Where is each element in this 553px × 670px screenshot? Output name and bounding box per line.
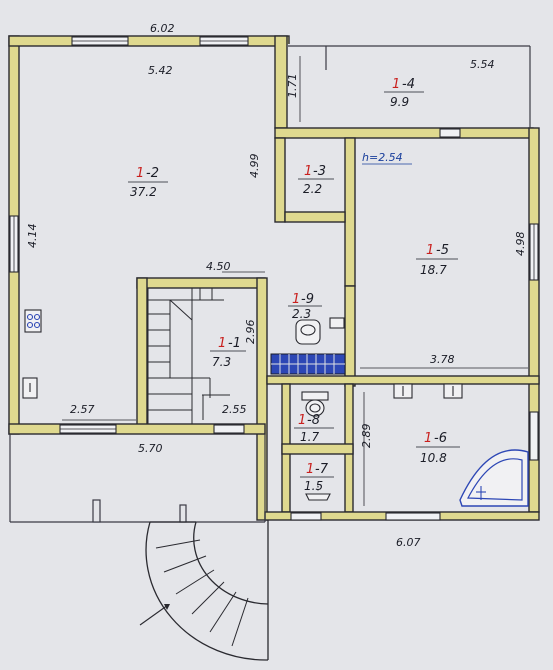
svg-text:-3: -3 (313, 164, 326, 179)
svg-text:1: 1 (136, 166, 144, 181)
dim-stair-top: 4.50 (206, 260, 231, 273)
svg-text:9.9: 9.9 (390, 95, 409, 109)
svg-text:1.7: 1.7 (300, 430, 319, 444)
room-1-9: 1 -9 2.3 (288, 292, 322, 321)
svg-text:-4: -4 (402, 77, 415, 92)
dim-left-vertical: 4.14 (26, 224, 39, 249)
dim-bottom-left: 2.57 (70, 403, 95, 416)
svg-text:-6: -6 (434, 431, 447, 446)
svg-text:1: 1 (426, 243, 434, 258)
tile-strip (270, 353, 346, 375)
svg-text:1: 1 (292, 292, 300, 307)
dim-bottom-right: 6.07 (396, 536, 421, 549)
dim-porch: 5.70 (138, 442, 163, 455)
svg-text:1: 1 (298, 413, 306, 428)
dim-top-width: 6.02 (150, 22, 175, 35)
svg-text:7.3: 7.3 (212, 355, 231, 369)
svg-text:37.2: 37.2 (130, 185, 157, 199)
room-1-3: 1 -3 2.2 (298, 164, 334, 196)
svg-text:1.5: 1.5 (304, 479, 323, 493)
svg-text:1: 1 (392, 77, 400, 92)
ceiling-height: h=2.54 (362, 151, 403, 164)
svg-text:10.8: 10.8 (420, 451, 447, 465)
dim-stair-vertical: 2.96 (244, 320, 257, 345)
svg-text:1: 1 (306, 462, 314, 477)
dim-room5-bottom: 3.78 (430, 353, 455, 366)
outer-stair (139, 520, 269, 661)
room-1-7: 1 -7 1.5 (300, 462, 334, 493)
dim-upper-left: 5.42 (148, 64, 173, 77)
dimension-lines (62, 56, 528, 506)
svg-text:1: 1 (218, 336, 226, 351)
svg-text:-5: -5 (436, 243, 449, 258)
svg-text:1: 1 (304, 164, 312, 179)
room-1-2: 1 -2 37.2 (128, 166, 168, 199)
dim-room6-vertical: 2.89 (360, 424, 373, 449)
dimensions: 6.02 5.42 5.54 1.71 4.14 4.99 4.50 2.96 … (26, 22, 527, 549)
room-1-1: 1 -1 7.3 (210, 336, 246, 369)
svg-text:-2: -2 (146, 166, 159, 181)
interior-stair (147, 287, 230, 425)
svg-text:1: 1 (424, 431, 432, 446)
porch-lines (9, 45, 531, 523)
room-1-6: 1 -6 10.8 (416, 431, 460, 465)
windows (9, 36, 539, 521)
svg-text:-9: -9 (301, 292, 314, 307)
svg-text:-7: -7 (315, 462, 329, 477)
dim-inner-vertical: 4.99 (248, 154, 261, 179)
svg-text:-8: -8 (307, 413, 320, 428)
dim-upper-right: 5.54 (470, 58, 495, 71)
svg-text:18.7: 18.7 (420, 263, 447, 277)
svg-text:2.3: 2.3 (292, 307, 311, 321)
dim-corridor: 2.55 (222, 403, 247, 416)
fixtures (22, 309, 529, 507)
room-1-8: 1 -8 1.7 (294, 413, 334, 444)
dim-room5-height: 4.98 (514, 232, 527, 257)
room-1-5: 1 -5 18.7 (416, 243, 458, 277)
dim-1-71: 1.71 (286, 74, 299, 99)
svg-text:2.2: 2.2 (303, 182, 322, 196)
room-1-4: 1 -4 9.9 (384, 77, 424, 109)
svg-text:-1: -1 (228, 336, 241, 351)
